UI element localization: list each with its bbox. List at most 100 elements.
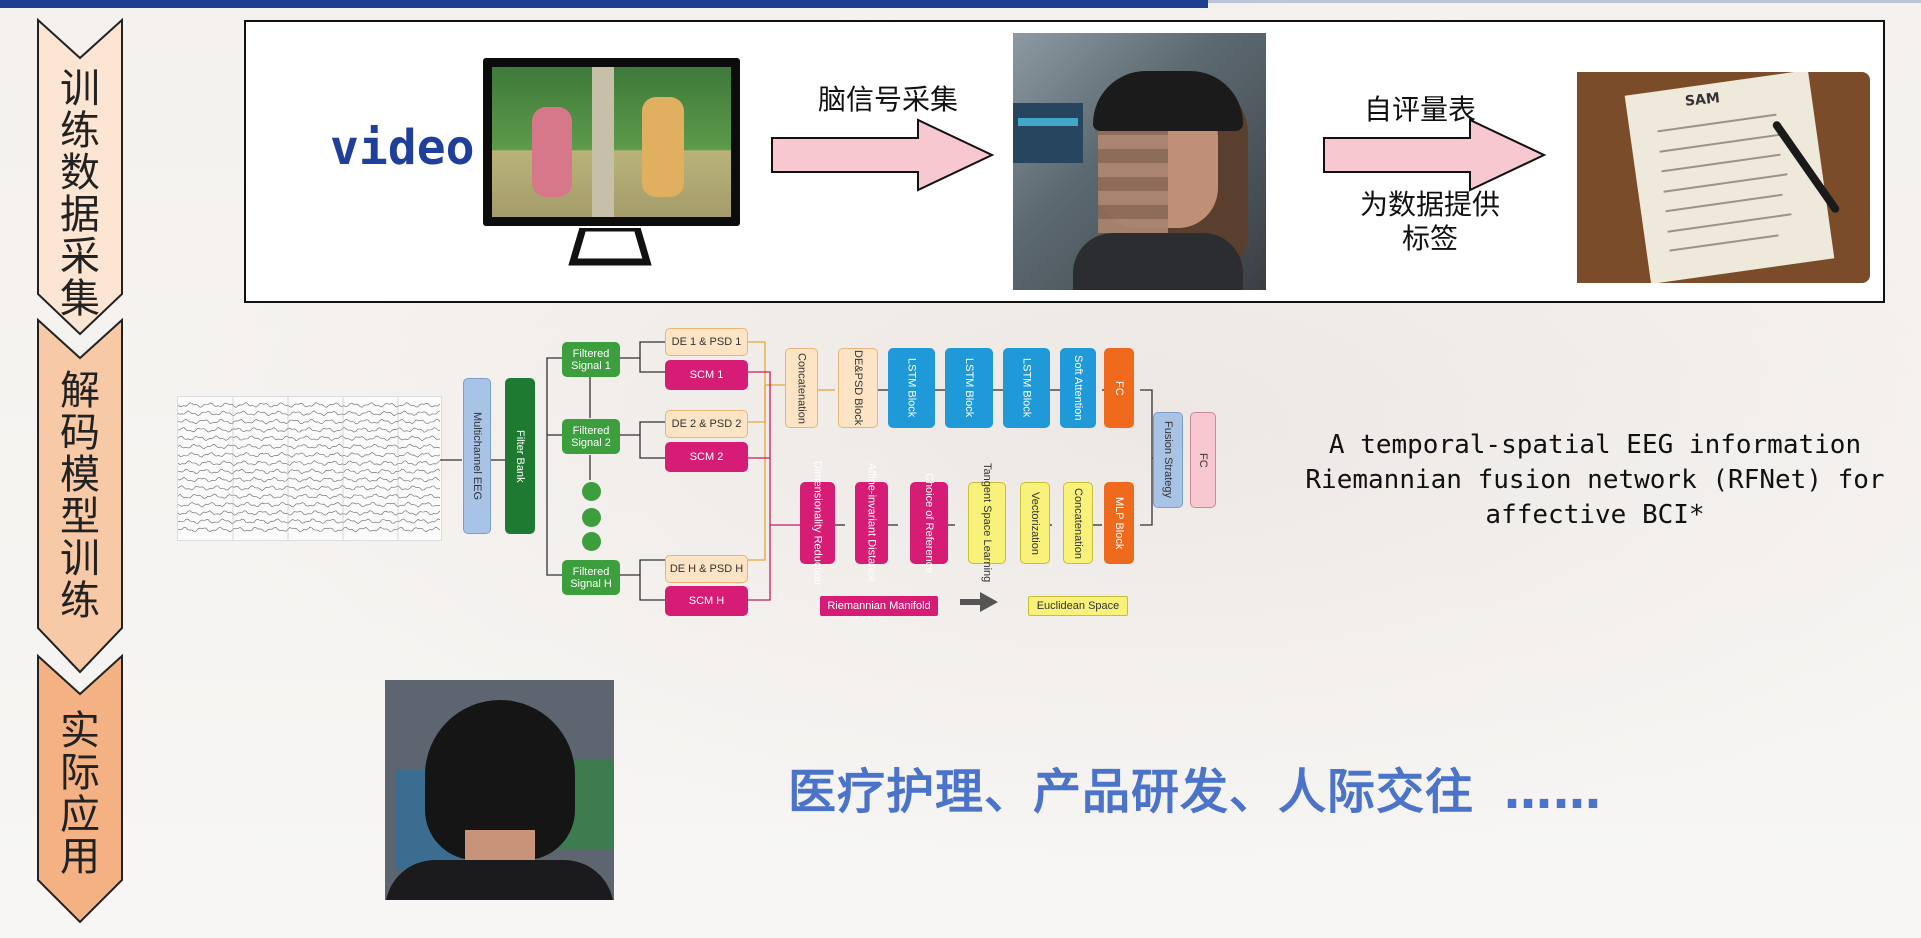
eeg-trace bbox=[178, 485, 441, 491]
lstm-block-1: LSTM Block bbox=[888, 348, 935, 428]
euclidean-space-legend: Euclidean Space bbox=[1028, 596, 1128, 616]
eeg-trace bbox=[178, 510, 441, 516]
character-shape bbox=[642, 97, 684, 197]
riemannian-manifold-legend: Riemannian Manifold bbox=[820, 596, 938, 616]
block-label: MLP Block bbox=[1113, 496, 1125, 550]
application-areas: 医疗护理、产品研发、人际交往 …… bbox=[788, 752, 1602, 822]
fc-block: FC bbox=[1104, 348, 1134, 428]
filter-bank-block: Filter Bank bbox=[505, 378, 535, 534]
eeg-trace bbox=[178, 468, 441, 475]
pixelated-face bbox=[1098, 123, 1168, 233]
block-label: Soft Attention bbox=[1072, 355, 1084, 421]
fc-output-block: FC bbox=[1190, 412, 1216, 508]
block-label: LSTM Block bbox=[963, 358, 975, 418]
block-label: Dimensionality Reduction bbox=[811, 460, 824, 586]
lab-monitor-shape bbox=[1013, 103, 1083, 163]
eeg-cap-back-photo bbox=[385, 680, 614, 900]
filtered-signal-h-block: Filtered Signal H bbox=[562, 560, 620, 595]
torso-shape bbox=[385, 860, 614, 900]
application-text: 医疗护理、产品研发、人际交往 bbox=[788, 764, 1475, 820]
de-psd-1-block: DE 1 & PSD 1 bbox=[665, 328, 748, 356]
caption-line: affective BCI* bbox=[1485, 500, 1705, 530]
lstm-block-3: LSTM Block bbox=[1003, 348, 1050, 428]
step-chevron-training: 解码模型训练 bbox=[36, 318, 124, 674]
eeg-cap-shape bbox=[1093, 71, 1243, 131]
step-chevron-collection: 训练数据采集 bbox=[36, 18, 124, 336]
multichannel-eeg-block: Multichannel EEG bbox=[463, 378, 491, 534]
application-ellipsis: …… bbox=[1504, 764, 1603, 820]
filtered-signal-1-block: Filtered Signal 1 bbox=[562, 342, 620, 377]
arrow2-label: 自评量表 bbox=[1363, 93, 1476, 126]
label-purpose: 为数据提供 标签 bbox=[1340, 188, 1520, 256]
step-label-training: 解码模型训练 bbox=[36, 370, 124, 622]
ellipsis-dot bbox=[582, 508, 601, 527]
block-label: DE&PSD Block bbox=[852, 350, 864, 426]
ellipsis-dot bbox=[582, 482, 601, 501]
block-label: Tangent Space Learning bbox=[981, 463, 993, 583]
step-label-application: 实际应用 bbox=[36, 710, 124, 878]
scm-h-block: SCM H bbox=[665, 586, 748, 616]
block-label: Concatenation bbox=[1072, 487, 1084, 559]
chevron-shape bbox=[37, 18, 123, 336]
soft-attention-block: Soft Attention bbox=[1060, 348, 1096, 428]
caption-line: Riemannian fusion network (RFNet) for bbox=[1305, 465, 1885, 495]
choice-of-reference-block: Choice of Reference bbox=[910, 473, 948, 573]
sam-questionnaire-photo: SAM bbox=[1577, 72, 1870, 283]
network-caption: A temporal-spatial EEG information Riema… bbox=[1285, 428, 1905, 533]
block-label: LSTM Block bbox=[905, 358, 918, 418]
block-label: FC bbox=[1113, 380, 1125, 396]
eeg-trace bbox=[178, 460, 441, 466]
eeg-trace bbox=[178, 452, 441, 458]
scm-2-block: SCM 2 bbox=[665, 442, 748, 472]
eeg-trace bbox=[178, 518, 441, 525]
eeg-cap-subject-photo bbox=[1013, 33, 1266, 290]
monitor-stand bbox=[568, 228, 652, 266]
block-label: LSTM Block bbox=[1020, 358, 1033, 418]
right-arrow-icon bbox=[771, 118, 995, 192]
chevron-shape bbox=[37, 318, 123, 674]
scm-1-block: SCM 1 bbox=[665, 360, 748, 390]
vectorization-block: Vectorization bbox=[1020, 482, 1050, 564]
dimensionality-reduction-block: Dimensionality Reduction bbox=[800, 461, 835, 585]
eeg-trace bbox=[178, 501, 441, 508]
de-psd-block: DE&PSD Block bbox=[838, 348, 878, 428]
right-arrow-icon bbox=[1323, 118, 1547, 192]
video-frame bbox=[492, 67, 731, 217]
block-label: FC bbox=[1197, 452, 1209, 468]
concatenation-block-2: Concatenation bbox=[1063, 482, 1093, 564]
block-label: Multichannel EEG bbox=[471, 411, 483, 501]
eeg-waveform-image bbox=[177, 396, 442, 541]
ellipsis-dot bbox=[582, 532, 601, 551]
label-purpose-line2: 标签 bbox=[1401, 222, 1458, 255]
filtered-signal-2-block: Filtered Signal 2 bbox=[562, 419, 620, 454]
step-chevron-application: 实际应用 bbox=[36, 654, 124, 924]
arrow1-label: 脑信号采集 bbox=[817, 83, 958, 116]
fusion-strategy-block: Fusion Strategy bbox=[1153, 412, 1183, 508]
torso-shape bbox=[1073, 233, 1243, 290]
eeg-trace bbox=[178, 410, 441, 417]
tangent-space-learning-block: Tangent Space Learning bbox=[968, 463, 1006, 583]
de-psd-h-block: DE H & PSD H bbox=[665, 555, 748, 583]
chevron-shape bbox=[37, 654, 123, 924]
eeg-trace bbox=[178, 418, 441, 425]
block-label: Choice of Reference bbox=[923, 472, 935, 574]
step-label-collection: 训练数据采集 bbox=[36, 68, 124, 320]
top-accent-bar-faint bbox=[1208, 0, 1921, 3]
eeg-trace bbox=[178, 476, 441, 483]
concatenation-block: Concatenation bbox=[785, 348, 818, 428]
eeg-trace bbox=[178, 526, 441, 533]
block-label: Vectorization bbox=[1029, 491, 1041, 555]
character-shape bbox=[532, 107, 572, 197]
mlp-block: MLP Block bbox=[1104, 482, 1134, 564]
eeg-trace bbox=[178, 493, 441, 500]
tree-shape bbox=[592, 67, 614, 217]
block-label: Concatenation bbox=[795, 352, 808, 424]
monitor-image bbox=[483, 58, 740, 226]
de-psd-2-block: DE 2 & PSD 2 bbox=[665, 410, 748, 438]
step-text: 训练数据采集 bbox=[60, 66, 100, 322]
eeg-trace bbox=[178, 427, 441, 433]
affine-invariant-distance-block: Affine-invariant Distance bbox=[855, 463, 888, 583]
block-label: Fusion Strategy bbox=[1162, 421, 1174, 499]
label-purpose-line1: 为数据提供 bbox=[1359, 188, 1500, 221]
video-label: video bbox=[330, 120, 475, 176]
